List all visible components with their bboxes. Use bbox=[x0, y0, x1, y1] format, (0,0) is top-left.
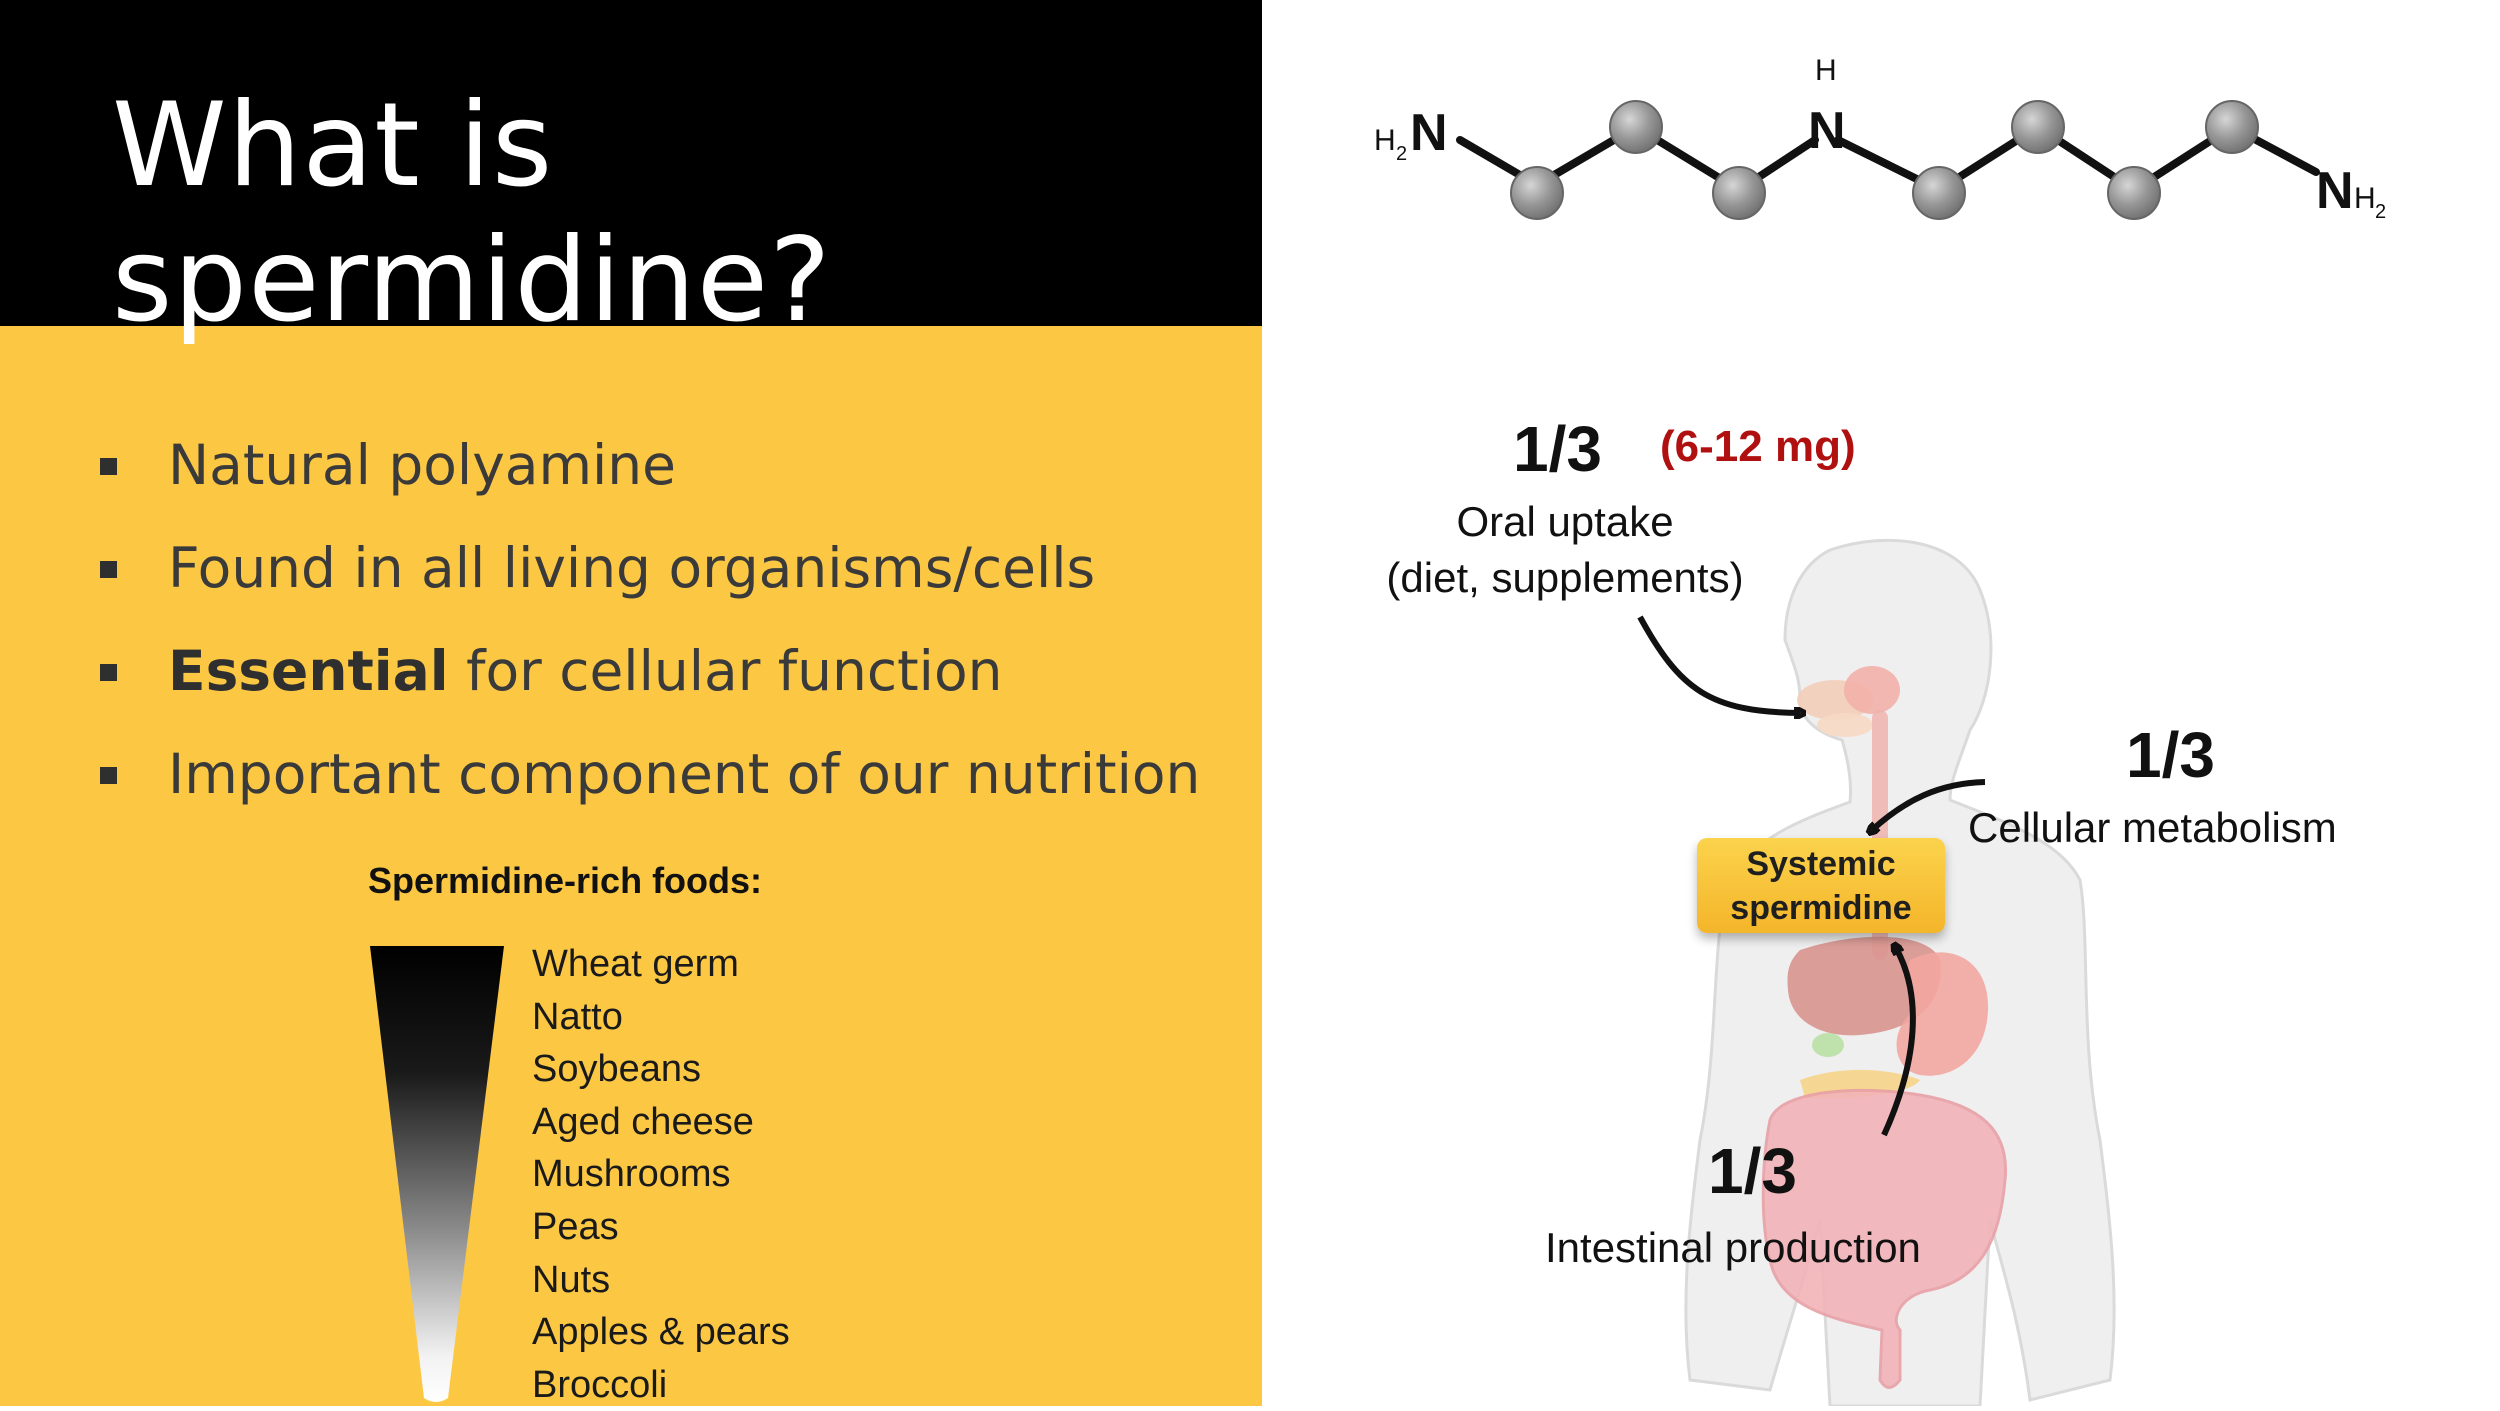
concentration-gradient-icon bbox=[370, 946, 504, 1402]
bullet-square-icon bbox=[100, 561, 117, 578]
mouth-glands bbox=[1797, 666, 1900, 737]
gallbladder bbox=[1812, 1033, 1844, 1057]
bullet-text: Found in all living organisms/cells bbox=[168, 536, 1096, 600]
carbon-atom bbox=[1712, 166, 1766, 220]
bond-lines bbox=[1456, 123, 2320, 194]
bullet-text: Important component of our nutrition bbox=[168, 742, 1201, 806]
systemic-line1: Systemic bbox=[1746, 844, 1896, 883]
bullet-bold-text: Essential bbox=[168, 639, 449, 703]
right-amine-h: H bbox=[2354, 182, 2376, 215]
cellular-caption: Cellular metabolism bbox=[1968, 804, 2337, 851]
oral-caption-line1: Oral uptake bbox=[1456, 498, 1674, 545]
slide-title: What is spermidine? bbox=[112, 78, 832, 348]
oral-caption: Oral uptake (diet, supplements) bbox=[1360, 494, 1770, 606]
title-bar: What is spermidine? bbox=[0, 0, 1262, 348]
carbon-atoms bbox=[1510, 100, 2259, 220]
bullet-square-icon bbox=[100, 664, 117, 681]
systemic-spermidine-box: Systemic spermidine bbox=[1697, 838, 1945, 933]
oral-caption-line2: (diet, supplements) bbox=[1386, 554, 1744, 601]
bullet-item: Essential for cellular function bbox=[100, 624, 1200, 727]
center-amine-n: N bbox=[1808, 102, 1846, 160]
right-amine-n: N bbox=[2316, 162, 2354, 220]
food-item: Peas bbox=[532, 1205, 619, 1248]
bullet-item: Important component of our nutrition bbox=[100, 727, 1200, 830]
left-amine-sub: 2 bbox=[1396, 143, 1407, 165]
right-amine-sub: 2 bbox=[2375, 201, 2386, 223]
food-item: Nuts bbox=[532, 1258, 611, 1301]
bullet-item: Natural polyamine bbox=[100, 418, 1200, 521]
systemic-line2: spermidine bbox=[1730, 888, 1912, 927]
left-amine-n: N bbox=[1410, 104, 1448, 162]
food-item: Soybeans bbox=[532, 1048, 702, 1091]
carbon-atom bbox=[1510, 166, 1564, 220]
center-amine-h: H bbox=[1815, 54, 1837, 87]
bullet-text: Natural polyamine bbox=[168, 433, 676, 497]
intestinal-caption: Intestinal production bbox=[1545, 1224, 1921, 1271]
foods-list: Wheat germ Natto Soybeans Aged cheese Mu… bbox=[532, 938, 790, 1411]
oral-dose: (6-12 mg) bbox=[1660, 422, 1856, 471]
bullet-item: Found in all living organisms/cells bbox=[100, 521, 1200, 624]
intestinal-fraction: 1/3 bbox=[1708, 1135, 1797, 1207]
cellular-fraction: 1/3 bbox=[2126, 719, 2215, 791]
carbon-atom bbox=[2107, 166, 2161, 220]
bullet-text: for cellular function bbox=[448, 639, 1003, 703]
food-item: Broccoli bbox=[532, 1363, 668, 1406]
left-amine-h: H bbox=[1374, 124, 1396, 157]
carbon-atom bbox=[2205, 100, 2259, 154]
spermidine-structure: H 2 N H N N H 2 bbox=[1374, 54, 2386, 223]
food-item: Aged cheese bbox=[532, 1100, 754, 1143]
bullet-list: Natural polyamine Found in all living or… bbox=[100, 418, 1200, 830]
food-item: Natto bbox=[532, 995, 623, 1038]
carbon-atom bbox=[2011, 100, 2065, 154]
food-item: Wheat germ bbox=[532, 943, 739, 985]
intestines bbox=[1761, 1088, 2008, 1389]
carbon-atom bbox=[1912, 166, 1966, 220]
food-item: Mushrooms bbox=[532, 1153, 731, 1196]
bullet-square-icon bbox=[100, 767, 117, 784]
oral-fraction: 1/3 bbox=[1513, 413, 1602, 485]
bullet-square-icon bbox=[100, 458, 117, 475]
foods-heading: Spermidine-rich foods: bbox=[368, 860, 763, 901]
food-item: Apples & pears bbox=[532, 1311, 790, 1354]
carbon-atom bbox=[1609, 100, 1663, 154]
stomach bbox=[1896, 952, 1989, 1076]
